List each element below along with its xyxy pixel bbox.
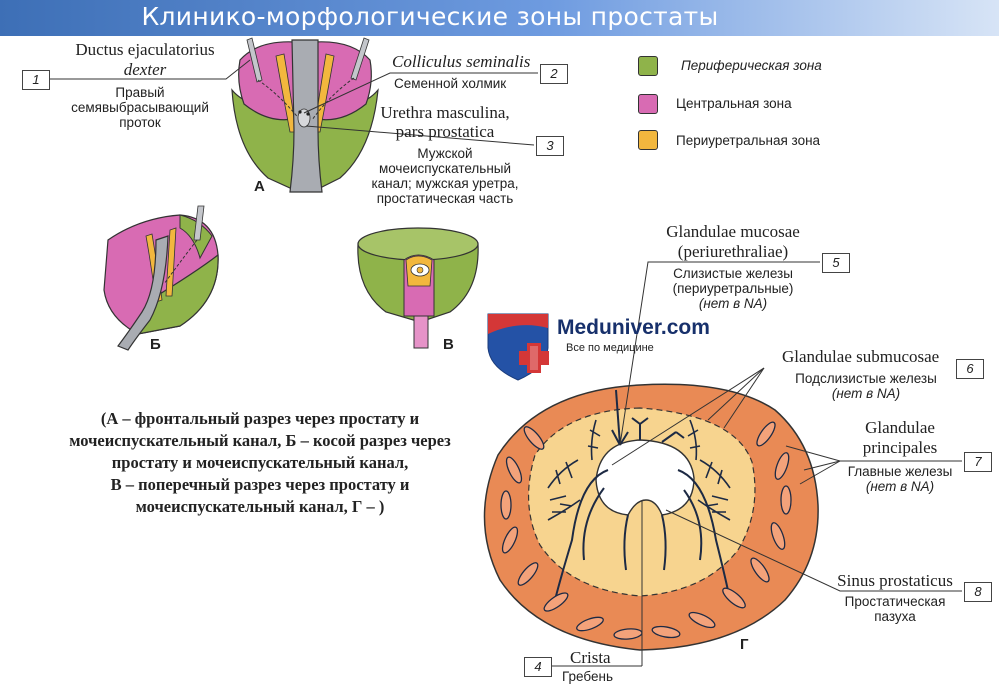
legend-label-periurethral: Периуретральная зона [676, 133, 821, 148]
meduniver-logo [487, 313, 549, 381]
legend-label-central: Центральная зона [676, 96, 792, 111]
watermark-subtitle: Все по медицине [566, 342, 654, 354]
label-5-latin-line1: Glandulae mucosae [666, 222, 800, 241]
label-2-number: 2 [540, 64, 568, 84]
label-4-ru: Гребень [562, 669, 613, 684]
label-2-latin: Colliculus seminalis [392, 52, 531, 71]
label-5-latin-line2: (periurethraliae) [677, 242, 789, 261]
label-7-ru-line2: (нет в NA) [865, 479, 935, 494]
label-6-ru-line2: (нет в NA) [831, 386, 901, 401]
caption-line-2: мочеиспускательный канал, Б – косой разр… [69, 431, 451, 450]
figure-letter-v: В [443, 336, 454, 353]
label-4-number: 4 [524, 657, 552, 677]
label-8-latin: Sinus prostaticus [837, 571, 953, 590]
figure-a-frontal-section [231, 37, 379, 193]
label-3-ru-line3: канал; мужская уретра, [371, 176, 519, 191]
title-bar [0, 0, 999, 36]
label-1-latin-line1: Ductus ejaculatorius [75, 40, 215, 59]
legend-swatch-central [638, 94, 658, 114]
figure-letter-b: Б [150, 336, 161, 353]
label-6-ru-line1: Подслизистые железы [795, 371, 937, 386]
figure-b-oblique-section [103, 205, 219, 351]
label-5-number: 5 [822, 253, 850, 273]
label-1-latin-line2: dexter [123, 60, 167, 79]
watermark-name: Meduniver.com [557, 316, 710, 339]
leader-lines [48, 59, 962, 667]
label-6-number: 6 [956, 359, 984, 379]
label-2-ru: Семенной холмик [394, 76, 507, 91]
label-3-ru-line2: мочеиспускательный [378, 161, 512, 176]
label-7-latin-line2: principales [862, 438, 938, 457]
figure-g-gland-section [483, 383, 819, 651]
label-7-latin-line1: Glandulae [865, 418, 935, 437]
legend-swatch-peripheral [638, 56, 658, 76]
figure-caption: (А – фронтальный разрез через простату и… [40, 408, 480, 518]
page-title: Клинико-морфологические зоны простаты [141, 2, 719, 31]
label-1-ru-line2: семявыбрасывающий [71, 100, 209, 115]
figure-letter-a: А [254, 178, 265, 195]
label-1-ru-line1: Правый [115, 85, 165, 100]
figure-v-transverse-section [357, 227, 479, 349]
label-3-ru-line4: простатическая часть [376, 191, 514, 206]
label-3-latin-line2: pars prostatica [395, 122, 495, 141]
label-8-ru-line2: пазуха [874, 609, 916, 624]
legend-label-peripheral: Периферическая зона [681, 58, 822, 73]
label-7-ru-line1: Главные железы [847, 464, 953, 479]
label-3-ru-line1: Мужской [417, 146, 473, 161]
label-1-ru-line3: проток [119, 115, 161, 130]
caption-line-1: (А – фронтальный разрез через простату и [100, 409, 420, 428]
caption-line-4: В – поперечный разрез через простату и [110, 475, 410, 494]
label-8-ru-line1: Простатическая [844, 594, 946, 609]
label-5-ru-line1: Слизистые железы [673, 266, 793, 281]
label-3-number: 3 [536, 136, 564, 156]
label-8-number: 8 [964, 582, 992, 602]
label-6-latin: Glandulae submucosae [782, 347, 940, 366]
legend-swatch-periurethral [638, 130, 658, 150]
caption-line-3: простату и мочеиспускательный канал, [111, 453, 409, 472]
label-1-number: 1 [22, 70, 50, 90]
figure-letter-g: Г [740, 636, 749, 653]
caption-line-5: мочеиспускательный канал, Г – ) [135, 497, 385, 516]
label-3-latin-line1: Urethra masculina, [380, 103, 510, 122]
label-4-latin: Crista [570, 648, 611, 667]
label-5-ru-line2: (периуретральные) [672, 281, 794, 296]
label-5-ru-line3: (нет в NA) [698, 296, 768, 311]
label-7-number: 7 [964, 452, 992, 472]
